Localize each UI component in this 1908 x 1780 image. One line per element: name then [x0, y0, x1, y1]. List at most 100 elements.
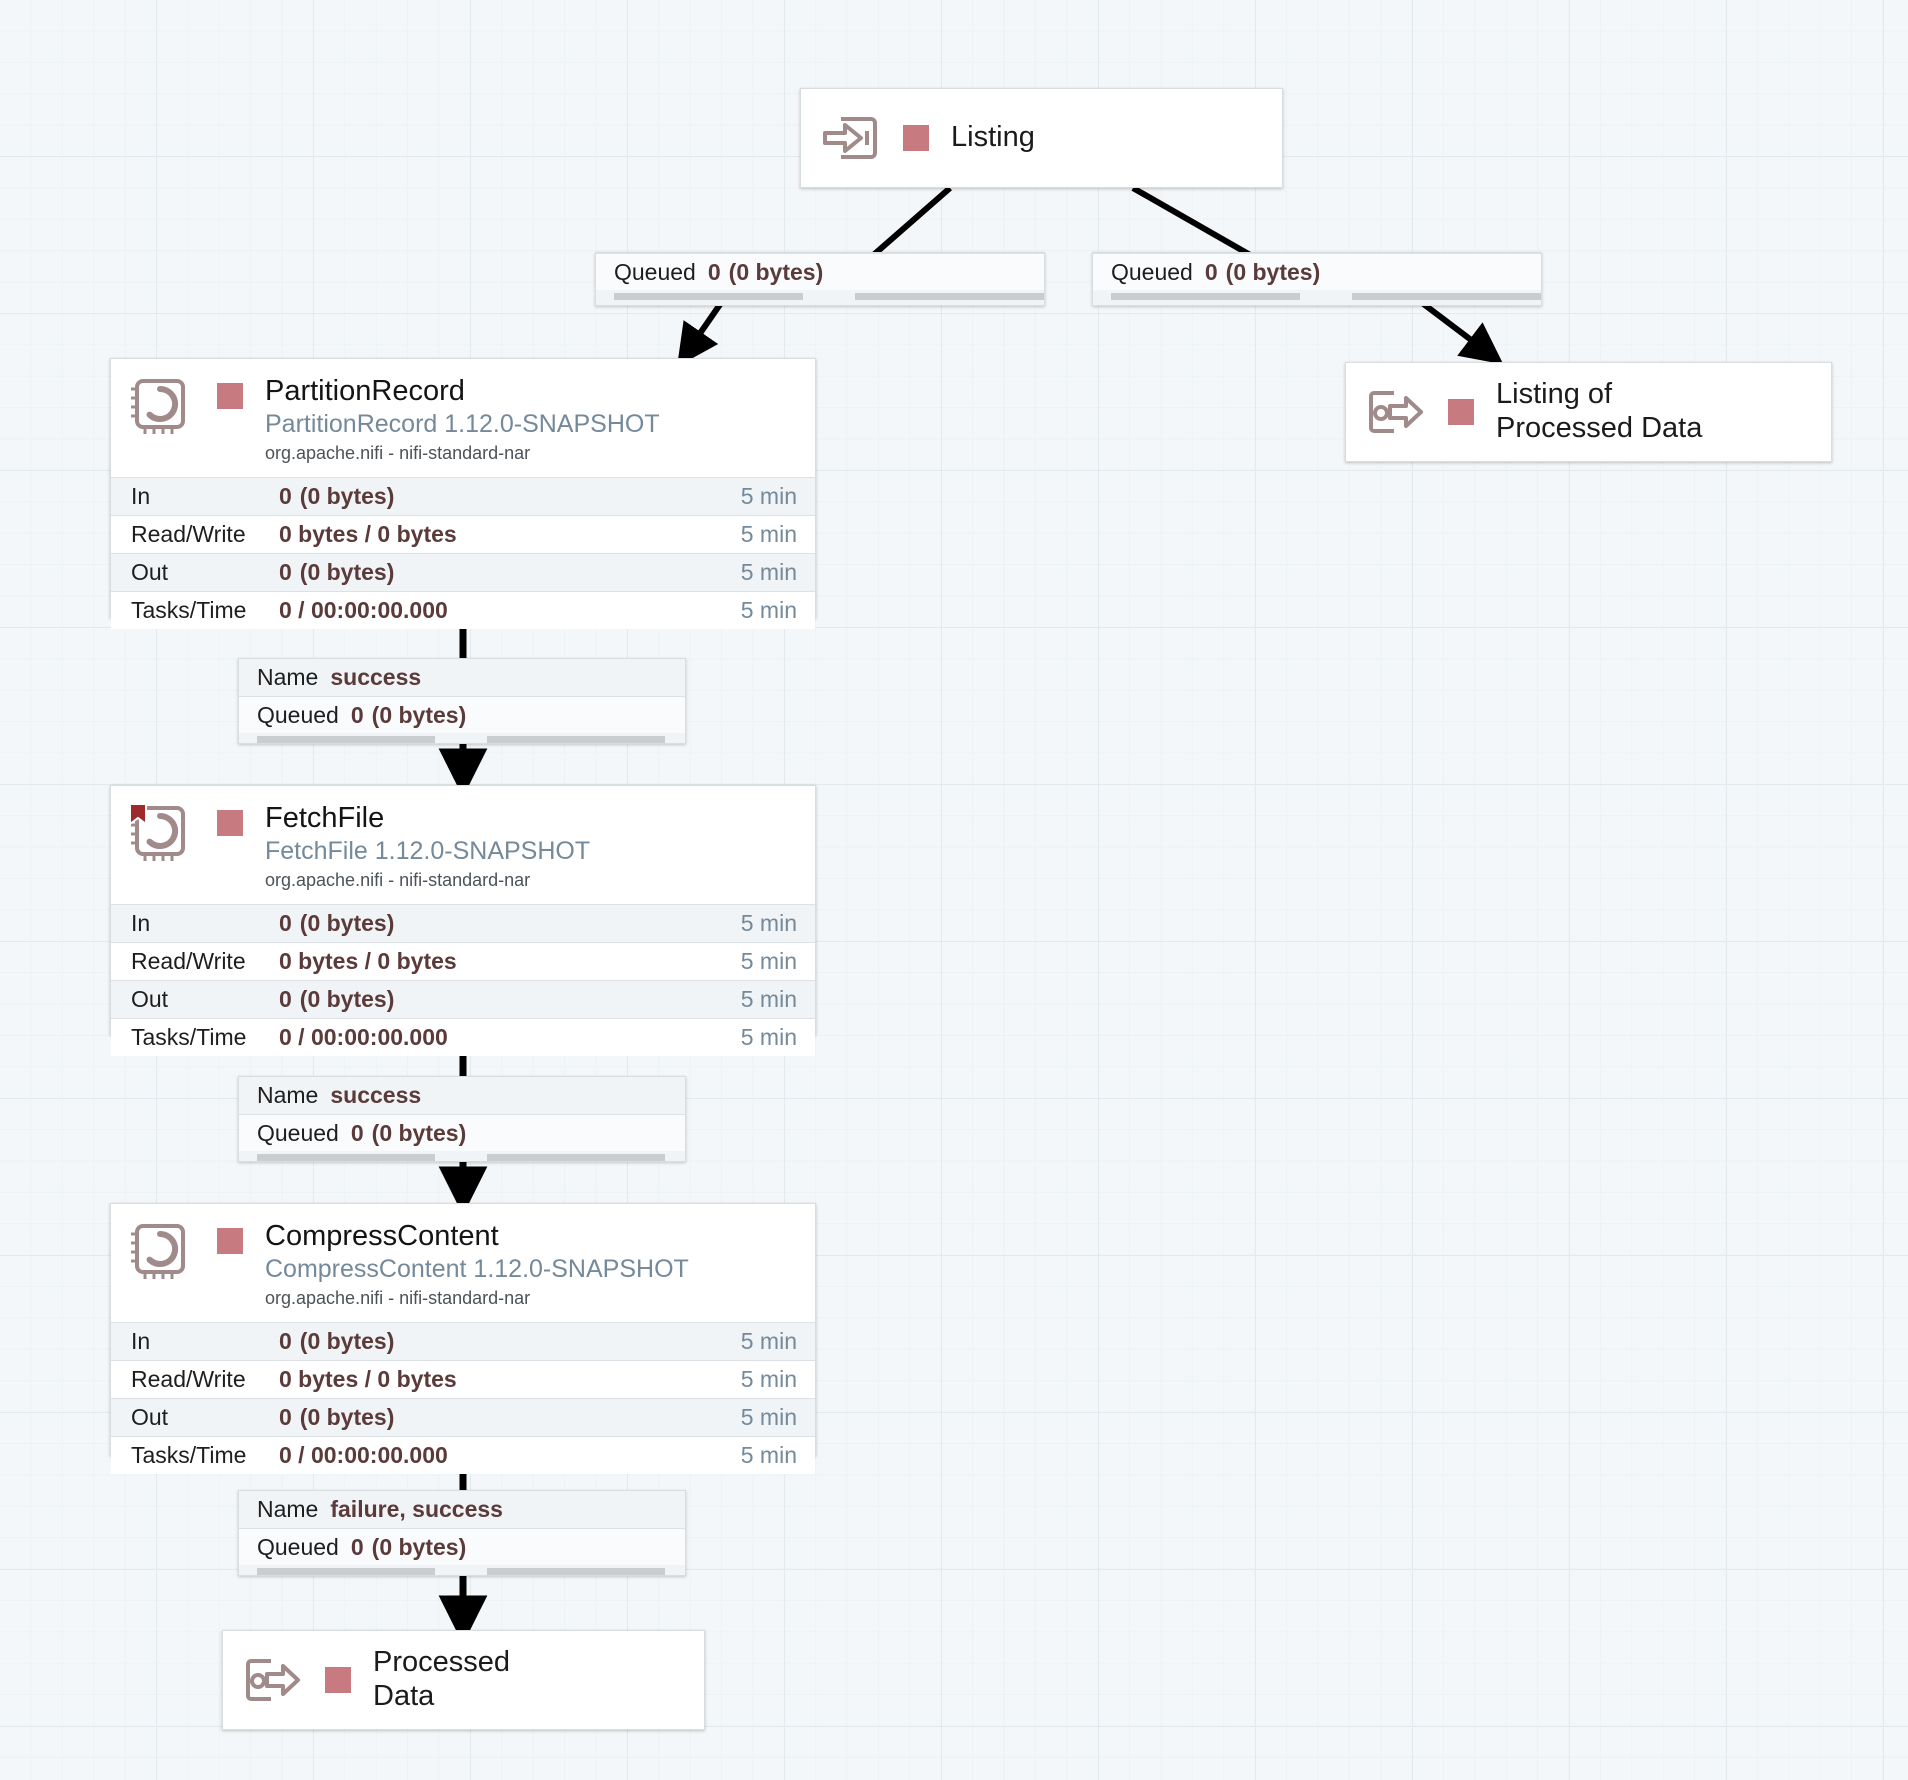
queue-size-bar [487, 1153, 665, 1161]
connection-listing-to-partitionrecord[interactable]: Queued 0 (0 bytes) [595, 252, 1045, 306]
processor-type: PartitionRecord 1.12.0-SNAPSHOT [265, 410, 660, 439]
stat-label: Tasks/Time [131, 596, 247, 623]
queue-count-bar [1111, 292, 1300, 300]
queue-size-bar [855, 292, 1044, 300]
stat-row: Out 0 (0 bytes) 5 min [111, 1397, 815, 1436]
stat-label: Tasks/Time [131, 1441, 247, 1468]
node-listing-input-port[interactable]: Listing [800, 88, 1283, 188]
processor-name: PartitionRecord [265, 375, 465, 407]
processor-name: CompressContent [265, 1220, 499, 1252]
relationship-name: failure, success [330, 1496, 503, 1522]
status-square [217, 383, 243, 409]
stat-value: 0 [279, 558, 292, 585]
stat-value: 0 bytes / 0 bytes [279, 947, 457, 974]
stat-timeframe: 5 min [740, 520, 797, 547]
node-processor-compresscontent[interactable]: CompressContent CompressContent 1.12.0-S… [110, 1203, 816, 1474]
stat-timeframe: 5 min [740, 985, 797, 1012]
status-square [903, 125, 929, 151]
connection-listing-to-listing-of-processed-data[interactable]: Queued 0 (0 bytes) [1092, 252, 1542, 306]
name-row: Name success [239, 659, 685, 696]
queued-row: Queued 0 (0 bytes) [239, 696, 685, 733]
stat-sub: (0 bytes) [299, 558, 395, 585]
name-label: Name [257, 664, 319, 690]
queued-label: Queued [257, 1533, 339, 1560]
node-processed-data-port[interactable]: Processed Data [222, 1630, 705, 1730]
connection-partitionrecord-to-fetchfile[interactable]: Name success Queued 0 (0 bytes) [238, 658, 686, 744]
stat-sub: (0 bytes) [299, 985, 395, 1012]
stat-label: Out [131, 1403, 169, 1430]
queue-count-bar [257, 735, 435, 743]
node-processor-partitionrecord[interactable]: PartitionRecord PartitionRecord 1.12.0-S… [110, 358, 816, 629]
node-label: Listing [951, 121, 1035, 154]
queued-value: 0 [1204, 258, 1218, 285]
stat-label: Out [131, 558, 169, 585]
stat-value: 0 bytes / 0 bytes [279, 1365, 457, 1392]
stat-timeframe: 5 min [740, 1403, 797, 1430]
stat-row: Read/Write 0 bytes / 0 bytes 5 min [111, 941, 815, 980]
queue-count-bar [257, 1567, 435, 1575]
stat-sub: (0 bytes) [299, 909, 395, 936]
output-port-icon [241, 1651, 303, 1709]
stat-label: Tasks/Time [131, 1023, 247, 1050]
processor-icon [127, 375, 193, 441]
relationship-name: success [330, 664, 422, 690]
node-label: Processed Data [373, 1646, 511, 1712]
stat-timeframe: 5 min [740, 1441, 797, 1468]
stat-timeframe: 5 min [740, 909, 797, 936]
output-port-icon [1364, 383, 1426, 441]
stat-label: Read/Write [131, 947, 246, 974]
stat-label: In [131, 1327, 151, 1354]
queue-progress-bars [596, 290, 1044, 302]
stat-row: Out 0 (0 bytes) 5 min [111, 552, 815, 591]
stat-value: 0 [279, 909, 292, 936]
stat-row: In 0 (0 bytes) 5 min [111, 903, 815, 942]
stat-value: 0 [279, 482, 292, 509]
connection-fetchfile-to-compresscontent[interactable]: Name success Queued 0 (0 bytes) [238, 1076, 686, 1162]
queue-size-bar [487, 735, 665, 743]
node-listing-of-processed-data-port[interactable]: Listing of Processed Data [1345, 362, 1832, 462]
queued-label: Queued [257, 701, 339, 728]
processor-icon [127, 1220, 193, 1286]
processor-type: FetchFile 1.12.0-SNAPSHOT [265, 837, 591, 866]
status-square [325, 1667, 351, 1693]
input-port-icon [819, 109, 881, 167]
queued-label: Queued [257, 1119, 339, 1146]
queued-value: 0 [350, 1119, 364, 1146]
stat-sub: (0 bytes) [299, 1327, 395, 1354]
relationship-name: success [330, 1082, 422, 1108]
name-row: Name success [239, 1077, 685, 1114]
processor-bundle: org.apache.nifi - nifi-standard-nar [265, 442, 531, 463]
stat-row: In 0 (0 bytes) 5 min [111, 476, 815, 515]
queue-progress-bars [1093, 290, 1541, 302]
stat-row: Tasks/Time 0 / 00:00:00.000 5 min [111, 1017, 815, 1056]
queued-label: Queued [1111, 258, 1193, 285]
status-square [217, 810, 243, 836]
stat-timeframe: 5 min [740, 596, 797, 623]
stat-timeframe: 5 min [740, 1365, 797, 1392]
stat-sub: (0 bytes) [299, 482, 395, 509]
node-processor-fetchfile[interactable]: FetchFile FetchFile 1.12.0-SNAPSHOT org.… [110, 785, 816, 1056]
status-square [217, 1228, 243, 1254]
queued-size: (0 bytes) [728, 258, 824, 285]
name-label: Name [257, 1496, 319, 1522]
stat-timeframe: 5 min [740, 1327, 797, 1354]
stat-row: Tasks/Time 0 / 00:00:00.000 5 min [111, 1435, 815, 1474]
queue-progress-bars [239, 1565, 685, 1577]
queue-progress-bars [239, 733, 685, 745]
connection-compresscontent-to-processed-data[interactable]: Name failure, success Queued 0 (0 bytes) [238, 1490, 686, 1576]
queue-count-bar [257, 1153, 435, 1161]
processor-bundle: org.apache.nifi - nifi-standard-nar [265, 869, 531, 890]
queued-row: Queued 0 (0 bytes) [239, 1114, 685, 1151]
stat-sub: (0 bytes) [299, 1403, 395, 1430]
queued-size: (0 bytes) [371, 701, 467, 728]
processor-header: PartitionRecord PartitionRecord 1.12.0-S… [111, 359, 815, 477]
processor-type: CompressContent 1.12.0-SNAPSHOT [265, 1255, 689, 1284]
processor-bundle: org.apache.nifi - nifi-standard-nar [265, 1287, 531, 1308]
stat-timeframe: 5 min [740, 1023, 797, 1050]
processor-name: FetchFile [265, 802, 385, 834]
status-square [1448, 399, 1474, 425]
stat-timeframe: 5 min [740, 947, 797, 974]
stat-timeframe: 5 min [740, 558, 797, 585]
stat-value: 0 / 00:00:00.000 [279, 596, 448, 623]
